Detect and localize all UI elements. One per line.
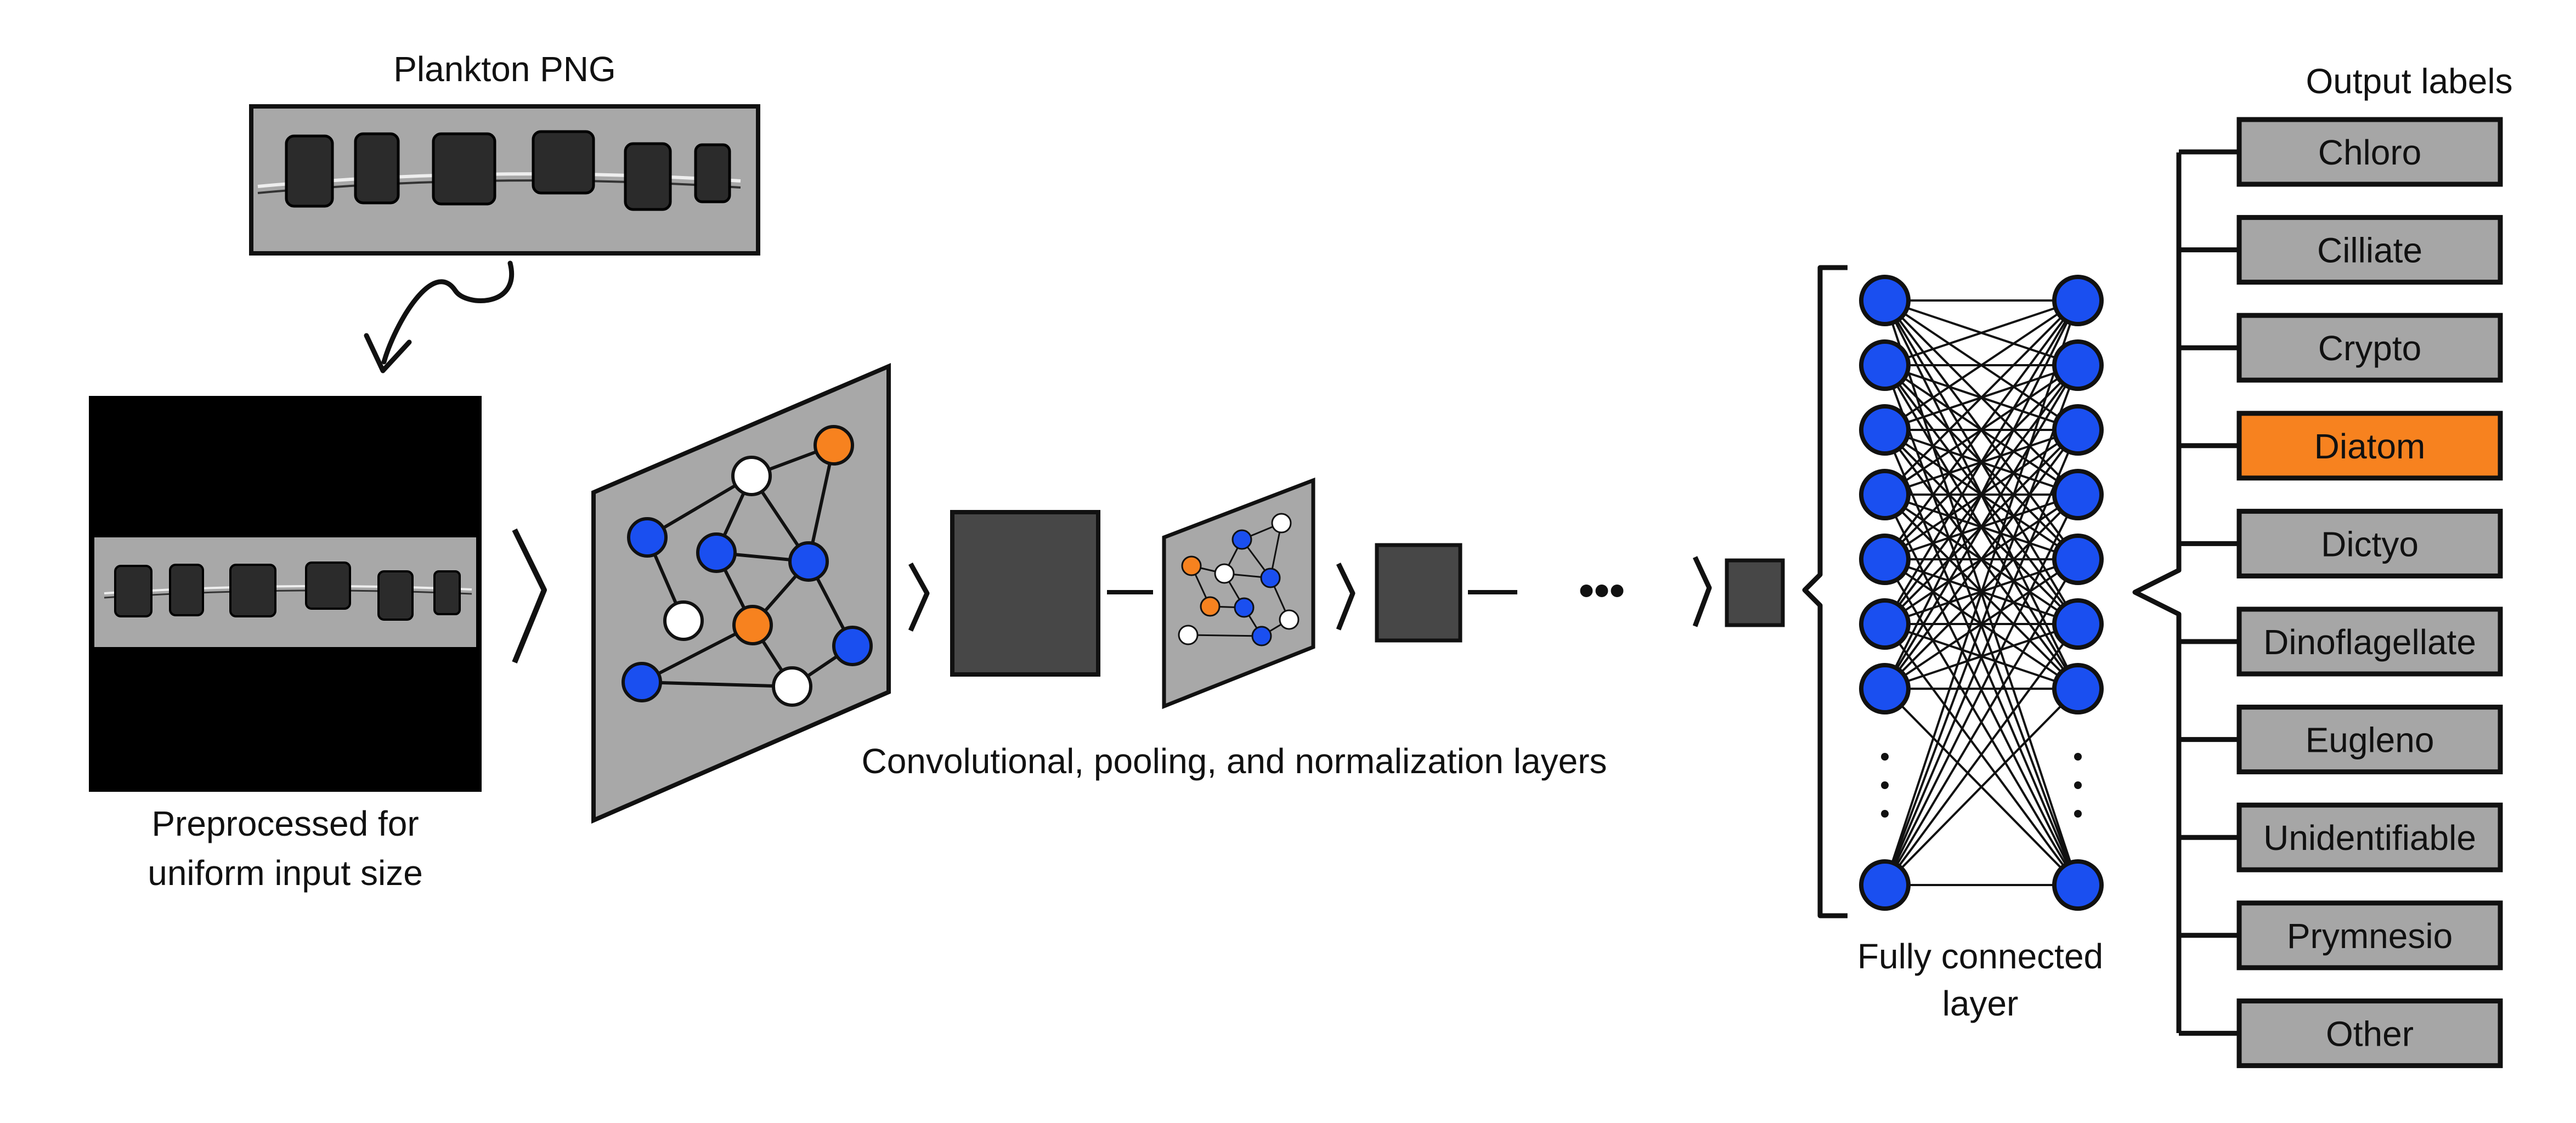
output-label-box: [2236, 802, 2503, 872]
output-labels-title: Output labels: [2306, 61, 2512, 101]
fc-connection-line: [1884, 623, 2079, 886]
fc-output-node: [2052, 339, 2104, 391]
output-label-box: [2236, 508, 2503, 578]
fc-bracket: [1802, 265, 1848, 918]
fc-connection-line: [1884, 364, 2079, 690]
fc-output-node: [2052, 598, 2104, 650]
output-label-box: [2236, 705, 2503, 775]
fc-input-node: [1859, 404, 1911, 456]
plankton-png-title: Plankton PNG: [393, 49, 616, 89]
fc-input-node: [1859, 663, 1911, 714]
fc-output-node: [2052, 404, 2104, 456]
fc-output-node: [2052, 469, 2104, 520]
fc-connection-line: [1884, 299, 2079, 625]
fc-connection-line: [1884, 300, 2079, 689]
fc-connection-line: [1884, 494, 2079, 886]
output-brace: [2132, 152, 2182, 1033]
fc-input-node: [1859, 859, 1911, 911]
pooling-block-medium: [1375, 543, 1462, 643]
fc-connection-line: [1884, 299, 2079, 431]
layers-ellipsis: •••: [1579, 566, 1625, 615]
output-label-box: [2236, 606, 2503, 677]
output-label-text: Cilliate: [2317, 231, 2422, 270]
output-label-text: Dinoflagellate: [2263, 622, 2476, 662]
fc-output-node: [2052, 663, 2104, 714]
fc-caption-line1: Fully connected: [1857, 937, 2103, 976]
output-label-box: [2236, 313, 2503, 383]
feature-map-small: [1162, 477, 1315, 710]
fc-output-node: [2052, 534, 2104, 585]
output-label-box: [2236, 900, 2503, 971]
output-label-box: [2236, 117, 2503, 187]
pooling-block-small: [1725, 558, 1785, 627]
fc-connection-line: [1884, 299, 2078, 366]
fc-connection-line: [1884, 688, 2079, 886]
chevron-right-icon: [1692, 556, 1712, 627]
fc-output-node: [2052, 859, 2104, 911]
fc-input-node: [1859, 598, 1911, 650]
fc-caption-line2: layer: [1942, 984, 2019, 1023]
preprocessed-label-line1: Preprocessed for: [151, 804, 419, 843]
fc-output-column: [2052, 275, 2104, 911]
fc-input-node: [1859, 275, 1911, 326]
fc-connection-line: [1884, 299, 2079, 560]
output-label-box: [2236, 215, 2503, 285]
pooling-block-large: [950, 510, 1100, 677]
output-label-text: Unidentifiable: [2263, 818, 2476, 858]
output-label-text: Other: [2326, 1014, 2414, 1053]
fc-connection-line: [1884, 558, 2079, 886]
chevron-right-icon: [512, 528, 547, 663]
plankton-chain-large: [257, 130, 741, 211]
fc-input-column: [1859, 275, 1911, 911]
output-label-box: [2236, 998, 2503, 1068]
output-label-text: Eugleno: [2306, 721, 2434, 760]
output-label-box: [2236, 411, 2503, 481]
fc-input-node: [1859, 534, 1911, 585]
fc-output-node: [2052, 275, 2104, 326]
plankton-chain-small: [104, 562, 472, 621]
feature-map-large: [591, 362, 891, 824]
chevron-right-icon: [908, 562, 930, 632]
fc-vertical-ellipsis-right: [2074, 753, 2082, 818]
output-label-text: Chloro: [2318, 133, 2422, 172]
output-label-text: Prymnesio: [2287, 916, 2453, 956]
output-label-text: Diatom: [2314, 427, 2426, 466]
output-label-text: Dictyo: [2321, 524, 2419, 564]
fc-connection-line: [1884, 365, 2079, 886]
fc-input-node: [1859, 339, 1911, 391]
fc-connection-line: [1884, 429, 2079, 690]
fc-input-node: [1859, 469, 1911, 520]
fc-connections: [1884, 299, 2079, 886]
output-label-list: ChloroCilliateCryptoDiatomDictyoDinoflag…: [2179, 117, 2503, 1068]
fc-connection-line: [1884, 300, 2079, 886]
chevron-right-icon: [1336, 563, 1355, 631]
output-label-text: Crypto: [2318, 328, 2422, 368]
preprocessed-label-line2: uniform input size: [148, 853, 423, 893]
fc-vertical-ellipsis-left: [1881, 753, 1889, 818]
fc-connection-line: [1884, 299, 2079, 496]
conv-layers-caption: Convolutional, pooling, and normalizatio…: [861, 741, 1607, 781]
curved-arrow-icon: [364, 260, 514, 373]
fc-connection-line: [1884, 429, 2079, 886]
